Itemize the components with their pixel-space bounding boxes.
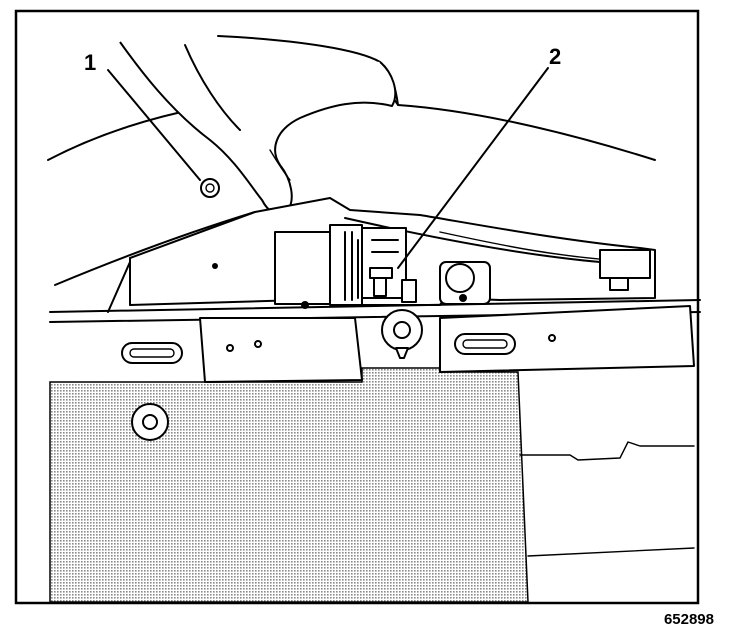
bolt-icon	[200, 178, 220, 198]
figure-number: 652898	[663, 611, 714, 628]
callout-leader-line	[397, 67, 549, 269]
stop-block	[599, 249, 651, 279]
slot-icon	[121, 342, 183, 364]
figure-border	[14, 9, 700, 605]
callout-leader-line	[107, 69, 201, 181]
trim-panel	[49, 367, 529, 603]
rail-plate-left	[199, 317, 363, 383]
right-panel-edge	[519, 441, 695, 461]
callout-2: 2	[549, 44, 561, 69]
hand	[119, 41, 397, 215]
rail-plate-right	[439, 305, 695, 373]
callout-1: 1	[84, 50, 96, 75]
slot-icon	[454, 333, 516, 355]
